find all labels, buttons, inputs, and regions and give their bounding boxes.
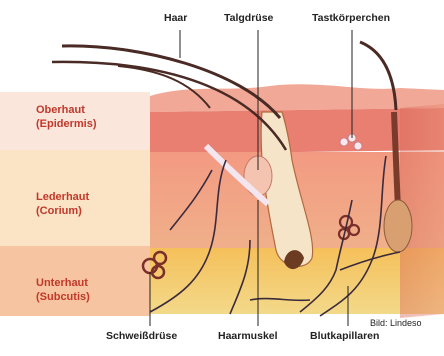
label-schweissdruese: Schweißdrüse — [106, 330, 177, 342]
label-blutkapillaren: Blutkapillaren — [310, 330, 379, 342]
image-credit: Bild: Lindeso — [370, 318, 444, 328]
skin-surface — [150, 84, 444, 112]
label-haarmuskel: Haarmuskel — [218, 330, 278, 342]
label-haar: Haar — [164, 12, 187, 24]
epidermis-layer — [150, 108, 444, 154]
label-tastkoerperchen: Tastkörperchen — [312, 12, 390, 24]
label-talgdruese: Talgdrüse — [224, 12, 273, 24]
right-bulb — [384, 200, 412, 252]
right-follicle — [394, 112, 398, 210]
